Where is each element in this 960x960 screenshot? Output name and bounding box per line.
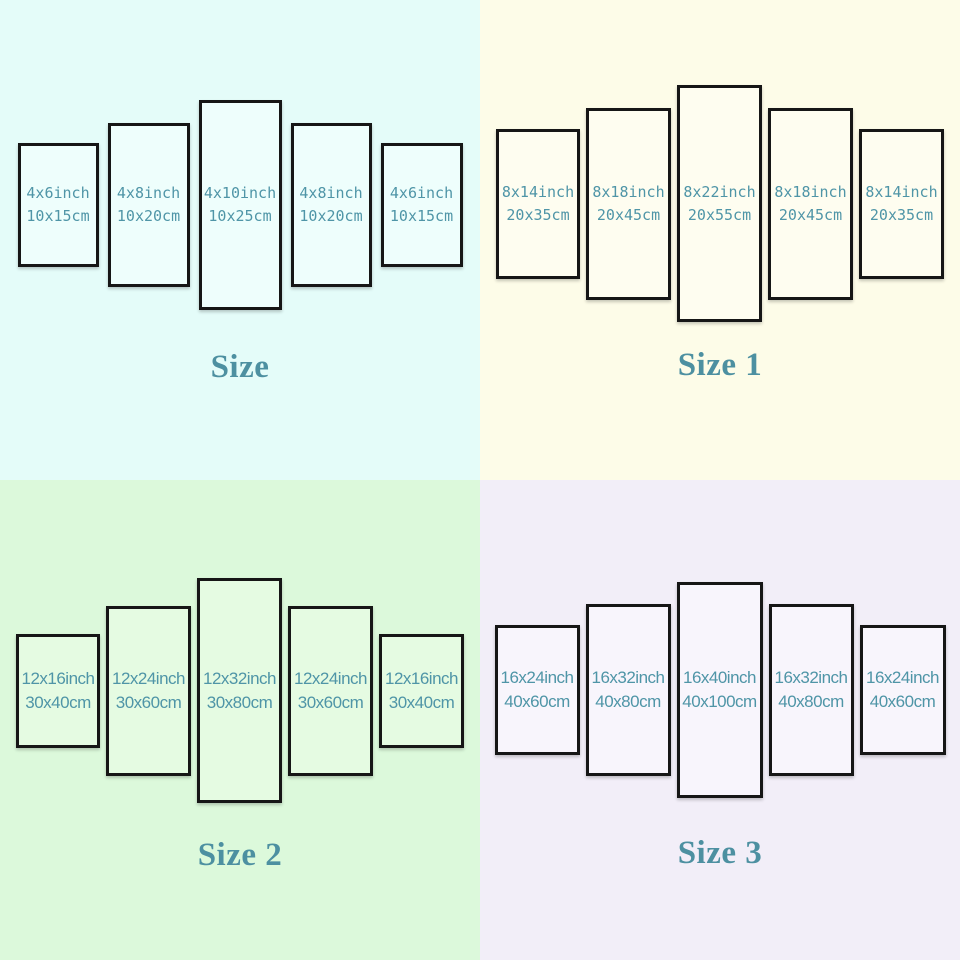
panel-size-cm: 40x80cm — [778, 692, 844, 711]
size-title: Size 1 — [677, 347, 763, 383]
panel-size-cm: 10x15cm — [26, 207, 90, 225]
canvas-panel: 16x32inch 40x80cm — [768, 604, 854, 776]
panel-size-cm: 20x45cm — [596, 205, 661, 224]
panel-row: 12x16inch 30x40cm 12x24inch 30x60cm 12x32inc… — [0, 578, 480, 803]
panel-size-cm: 30x40cm — [388, 692, 455, 712]
panel-size-cm: 10x15cm — [389, 207, 454, 225]
panel-size-inch: 16x32inch — [774, 668, 848, 687]
panel-size-inch: 12x16inch — [384, 668, 459, 688]
panel-size-cm: 20x45cm — [778, 205, 843, 224]
panel-size-inch: 4x6inch — [389, 184, 454, 202]
panel-size-inch: 8x14inch — [865, 182, 938, 201]
panel-size-label: 16x40inch 40x100cm — [682, 666, 757, 714]
panel-size-inch: 16x40inch — [682, 668, 757, 687]
panel-size-label: 16x24inch 40x60cm — [865, 666, 940, 714]
panel-row: 8x14inch 20x35cm 8x18inch 20x45cm 8x22inch 20… — [480, 85, 960, 322]
panel-size-cm: 30x60cm — [115, 692, 182, 712]
canvas-panel: 8x22inch 20x55cm — [677, 85, 762, 322]
panel-size-inch: 4x8inch — [299, 184, 363, 202]
canvas-panel: 16x32inch 40x80cm — [585, 604, 671, 776]
panel-size-label: 4x6inch 10x15cm — [26, 182, 89, 228]
panel-size-inch: 4x8inch — [116, 184, 181, 202]
size-chart-quadrant-size: 4x6inch 10x15cm 4x8inch 10x20cm 4x10inch 10x2… — [0, 0, 480, 480]
panel-size-cm: 20x35cm — [506, 205, 570, 224]
canvas-panel: 4x6inch 10x15cm — [17, 143, 99, 267]
panel-size-label: 12x32inch 30x80cm — [202, 667, 277, 715]
canvas-panel: 12x24inch 30x60cm — [288, 605, 373, 776]
panel-size-cm: 10x20cm — [116, 207, 181, 225]
canvas-panel: 16x24inch 40x60cm — [859, 625, 946, 755]
canvas-panel: 4x8inch 10x20cm — [290, 123, 372, 287]
size-chart-quadrant-size-1: 8x14inch 20x35cm 8x18inch 20x45cm 8x22inch 20… — [480, 0, 960, 480]
panel-size-inch: 12x16inch — [21, 668, 95, 688]
panel-size-inch: 16x32inch — [591, 668, 665, 687]
panel-size-label: 12x24inch 30x60cm — [293, 667, 368, 715]
panel-size-cm: 40x80cm — [595, 692, 661, 711]
canvas-panel: 12x16inch 30x40cm — [16, 633, 100, 748]
canvas-panel: 4x6inch 10x15cm — [380, 143, 463, 267]
panel-size-inch: 8x18inch — [592, 182, 665, 201]
panel-size-cm: 40x60cm — [869, 692, 936, 711]
panel-size-label: 8x22inch 20x55cm — [683, 181, 755, 227]
panel-size-inch: 8x14inch — [501, 182, 575, 201]
panel-row: 4x6inch 10x15cm 4x8inch 10x20cm 4x10inch 10x2… — [0, 100, 480, 310]
canvas-panel: 4x10inch 10x25cm — [198, 100, 282, 310]
panel-size-label: 12x24inch 30x60cm — [111, 667, 186, 715]
canvas-panel: 8x14inch 20x35cm — [496, 128, 580, 279]
panel-size-cm: 40x100cm — [682, 692, 757, 711]
panel-size-inch: 16x24inch — [865, 668, 940, 687]
panel-size-label: 8x18inch 20x45cm — [592, 181, 664, 227]
panel-size-cm: 30x60cm — [297, 692, 364, 712]
panel-size-label: 16x32inch 40x80cm — [591, 666, 665, 714]
panel-size-label: 8x18inch 20x45cm — [774, 181, 846, 227]
panel-size-label: 8x14inch 20x35cm — [865, 181, 937, 227]
size-title: Size — [210, 349, 270, 385]
panel-size-inch: 16x24inch — [500, 668, 574, 687]
panel-size-label: 4x10inch 10x25cm — [204, 182, 276, 228]
panel-size-label: 4x8inch 10x20cm — [117, 182, 180, 228]
panel-size-cm: 20x55cm — [687, 205, 752, 224]
panel-size-label: 16x32inch 40x80cm — [774, 666, 848, 714]
canvas-panel: 8x18inch 20x45cm — [586, 107, 671, 300]
canvas-panel: 12x32inch 30x80cm — [197, 578, 282, 803]
size-title: Size 2 — [197, 837, 283, 873]
panel-size-inch: 4x10inch — [203, 184, 277, 202]
panel-size-label: 4x8inch 10x20cm — [299, 182, 362, 228]
panel-size-inch: 8x22inch — [683, 182, 756, 201]
size-chart-quadrant-size-2: 12x16inch 30x40cm 12x24inch 30x60cm 12x32inc… — [0, 480, 480, 960]
panel-size-inch: 12x24inch — [293, 668, 368, 688]
canvas-panel: 16x24inch 40x60cm — [494, 625, 580, 755]
panel-size-label: 12x16inch 30x40cm — [21, 667, 95, 715]
panel-size-cm: 30x40cm — [25, 692, 91, 712]
panel-size-inch: 12x32inch — [202, 668, 277, 688]
panel-size-label: 8x14inch 20x35cm — [502, 181, 574, 227]
canvas-panel: 16x40inch 40x100cm — [676, 582, 763, 798]
panel-size-label: 12x16inch 30x40cm — [384, 667, 459, 715]
panel-size-label: 16x24inch 40x60cm — [500, 666, 574, 714]
panel-size-cm: 40x60cm — [504, 692, 570, 711]
panel-size-cm: 30x80cm — [206, 692, 273, 712]
panel-size-label: 4x6inch 10x15cm — [390, 182, 453, 228]
canvas-panel: 8x14inch 20x35cm — [859, 128, 944, 279]
panel-size-cm: 10x25cm — [208, 207, 272, 225]
canvas-panel: 4x8inch 10x20cm — [107, 123, 190, 287]
panel-row: 16x24inch 40x60cm 16x32inch 40x80cm 16x40inc… — [480, 582, 960, 798]
panel-size-cm: 10x20cm — [299, 207, 363, 225]
panel-size-inch: 4x6inch — [26, 184, 90, 202]
canvas-panel: 12x16inch 30x40cm — [379, 633, 464, 748]
panel-size-inch: 8x18inch — [774, 182, 847, 201]
size-title: Size 3 — [677, 835, 763, 871]
panel-size-inch: 12x24inch — [111, 668, 186, 688]
size-chart-quadrant-size-3: 16x24inch 40x60cm 16x32inch 40x80cm 16x40inc… — [480, 480, 960, 960]
panel-size-cm: 20x35cm — [869, 205, 934, 224]
canvas-panel: 12x24inch 30x60cm — [106, 605, 191, 776]
canvas-panel: 8x18inch 20x45cm — [768, 107, 853, 300]
